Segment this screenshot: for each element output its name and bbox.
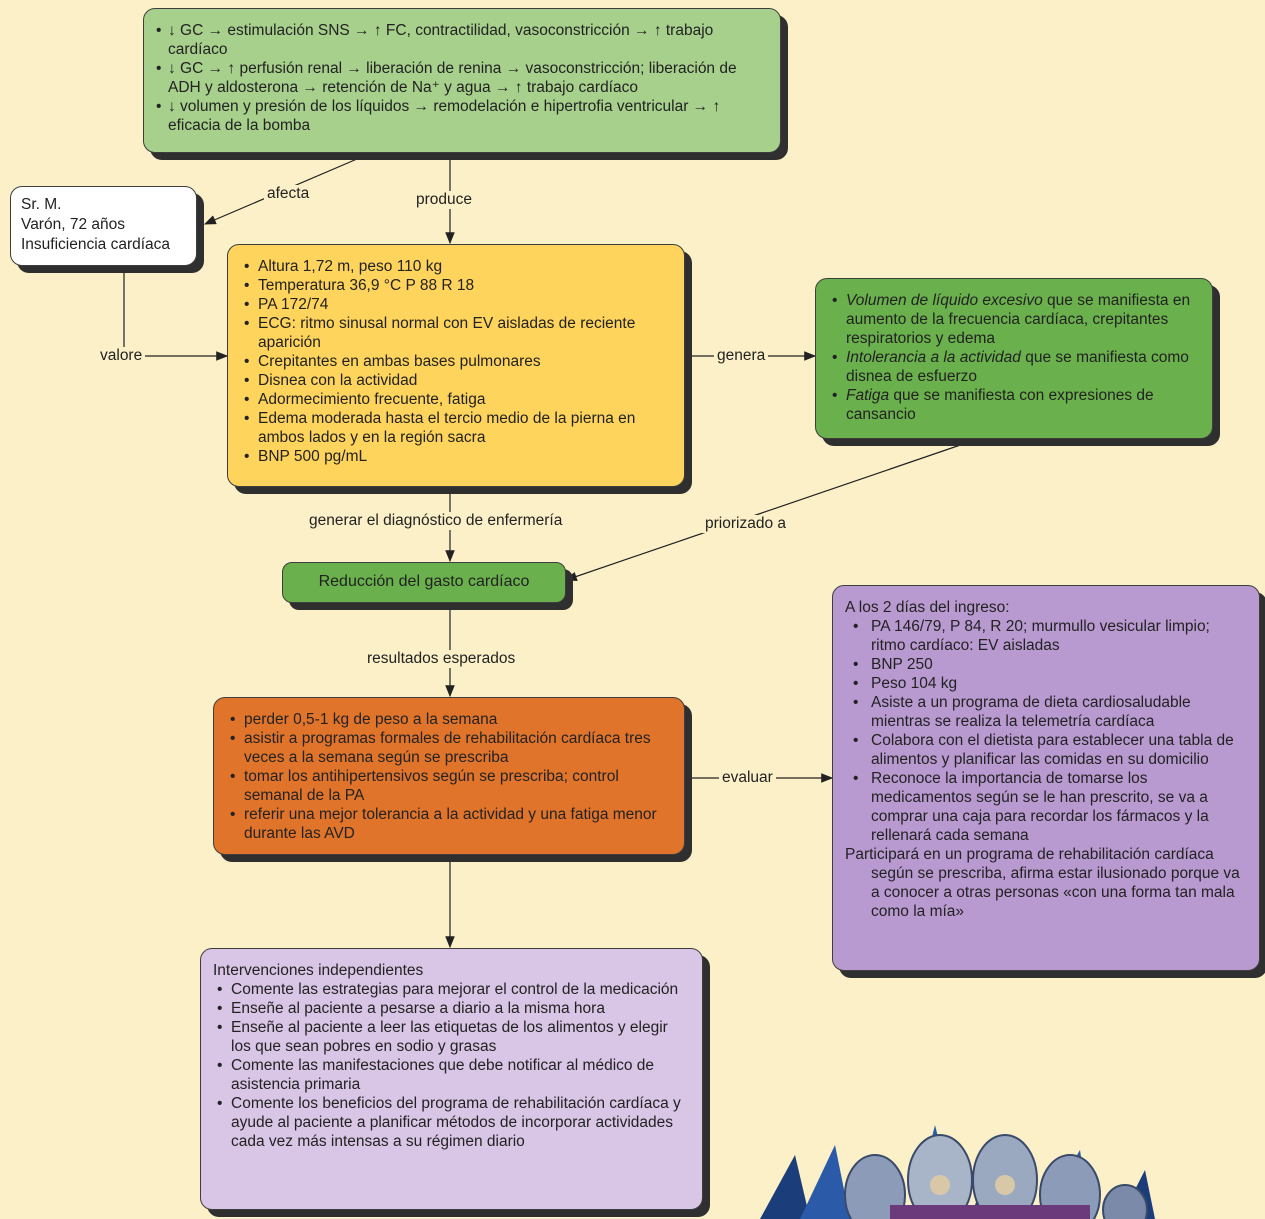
assessment-item: Edema moderada hasta el tercio medio de … [240, 409, 672, 447]
outcomes-box: perder 0,5-1 kg de peso a la semana asis… [213, 697, 685, 855]
label-resultados-esperados: resultados esperados [364, 650, 519, 668]
outcome-item: tomar los antihipertensivos según se pre… [226, 767, 672, 805]
interventions-heading: Intervenciones independientes [213, 962, 424, 979]
diagnosis-text: que se manifiesta como disnea de esfuerz… [846, 349, 1189, 385]
intervention-item: Comente las manifestaciones que debe not… [213, 1056, 690, 1094]
outcome-item: referir una mejor tolerancia a la activi… [226, 805, 672, 843]
evaluation-closing: Participará en un programa de rehabilita… [845, 846, 1240, 920]
nursing-diagnosis-box: Reducción del gasto cardíaco [282, 562, 566, 603]
diagnosis-item: Fatiga que se manifiesta con expresiones… [828, 386, 1200, 424]
evaluation-item: BNP 250 [845, 655, 1245, 674]
interventions-list: Comente las estrategias para mejorar el … [213, 980, 690, 1151]
evaluation-item: Peso 104 kg [845, 674, 1245, 693]
pathophysiology-item: ↓ GC → estimulación SNS → ↑ FC, contract… [156, 21, 768, 59]
pathophysiology-list: ↓ GC → estimulación SNS → ↑ FC, contract… [156, 21, 768, 135]
assessment-item: ECG: ritmo sinusal normal con EV aislada… [240, 314, 672, 352]
label-generar-diagnostico: generar el diagnóstico de enfermería [306, 512, 566, 530]
assessment-item: Temperatura 36,9 °C P 88 R 18 [240, 276, 672, 295]
assessment-item: Altura 1,72 m, peso 110 kg [240, 257, 672, 276]
assessment-item: Disnea con la actividad [240, 371, 672, 390]
evaluation-item: Asiste a un programa de dieta cardiosalu… [845, 693, 1245, 731]
label-valore: valore [97, 347, 146, 365]
intervention-item: Enseñe al paciente a leer las etiquetas … [213, 1018, 690, 1056]
pathophysiology-item: ↓ GC → ↑ perfusión renal → liberación de… [156, 59, 768, 97]
outcome-item: asistir a programas formales de rehabili… [226, 729, 672, 767]
pathophysiology-item: ↓ volumen y presión de los líquidos → re… [156, 97, 768, 135]
patient-name: Sr. M. [21, 196, 62, 213]
assessment-item: PA 172/74 [240, 295, 672, 314]
label-priorizado: priorizado a [702, 515, 789, 533]
mandala-image [760, 1125, 1155, 1219]
evaluation-item: PA 146/79, P 84, R 20; murmullo vesicula… [845, 617, 1245, 655]
diagnosis-term: Fatiga [846, 387, 890, 404]
outcomes-list: perder 0,5-1 kg de peso a la semana asis… [226, 710, 672, 843]
evaluation-item: Colabora con el dietista para establecer… [845, 731, 1245, 769]
assessment-item: Crepitantes en ambas bases pulmonares [240, 352, 672, 371]
evaluation-heading: A los 2 días del ingreso: [845, 599, 1010, 616]
diagnosis-term: Intolerancia a la actividad [846, 349, 1021, 366]
nursing-diagnosis-label: Reducción del gasto cardíaco [318, 573, 530, 590]
intervention-item: Enseñe al paciente a pesarse a diario a … [213, 999, 690, 1018]
diagnosis-item: Volumen de líquido excesivo que se manif… [828, 291, 1200, 348]
diagnoses-list: Volumen de líquido excesivo que se manif… [828, 291, 1200, 424]
evaluation-item: Reconoce la importancia de tomarse los m… [845, 769, 1245, 845]
diagnosis-item: Intolerancia a la actividad que se manif… [828, 348, 1200, 386]
label-evaluar: evaluar [719, 769, 776, 787]
intervention-item: Comente las estrategias para mejorar el … [213, 980, 690, 999]
assessment-box: Altura 1,72 m, peso 110 kg Temperatura 3… [227, 244, 685, 487]
label-genera: genera [714, 347, 769, 365]
diagnosis-text: que se manifiesta con expresiones de can… [846, 387, 1154, 423]
diagnosis-term: Volumen de líquido excesivo [846, 292, 1043, 309]
intervention-item: Comente los beneficios del programa de r… [213, 1094, 690, 1151]
assessment-list: Altura 1,72 m, peso 110 kg Temperatura 3… [240, 257, 672, 466]
patient-condition: Insuficiencia cardíaca [21, 236, 171, 253]
assessment-item: BNP 500 pg/mL [240, 447, 672, 466]
label-produce: produce [413, 191, 476, 209]
pathophysiology-box: ↓ GC → estimulación SNS → ↑ FC, contract… [143, 8, 781, 153]
evaluation-box: A los 2 días del ingreso: PA 146/79, P 8… [832, 585, 1260, 971]
interventions-box: Intervenciones independientes Comente la… [200, 948, 703, 1210]
outcome-item: perder 0,5-1 kg de peso a la semana [226, 710, 672, 729]
evaluation-list: PA 146/79, P 84, R 20; murmullo vesicula… [845, 617, 1245, 845]
label-afecta: afecta [264, 185, 313, 203]
diagnosis-text: que se manifiesta en aumento de la frecu… [846, 292, 1191, 347]
assessment-item: Adormecimiento frecuente, fatiga [240, 390, 672, 409]
diagnoses-box: Volumen de líquido excesivo que se manif… [815, 278, 1213, 439]
patient-box: Sr. M. Varón, 72 años Insuficiencia card… [10, 186, 197, 266]
patient-info: Varón, 72 años [21, 216, 125, 233]
